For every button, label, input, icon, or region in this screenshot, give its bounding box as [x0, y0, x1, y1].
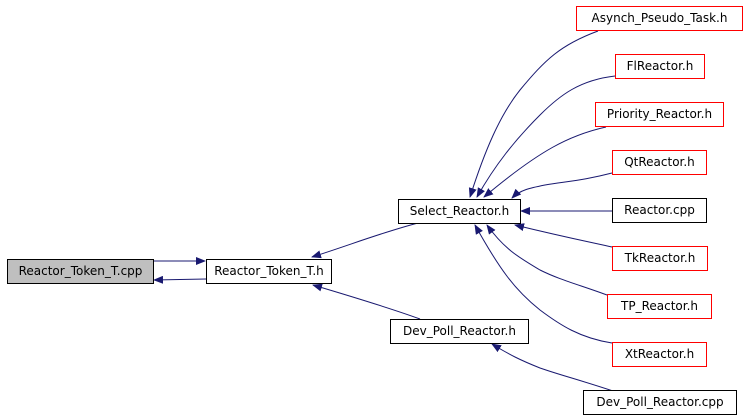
- node-qtreactor-h[interactable]: QtReactor.h: [612, 150, 707, 175]
- node-flreactor-h[interactable]: FlReactor.h: [615, 54, 705, 79]
- node-tkreactor-h[interactable]: TkReactor.h: [612, 246, 708, 271]
- edge-devpoll-cpp-to-devpoll-h: [491, 343, 614, 392]
- edge-tp-to-select: [486, 224, 608, 296]
- node-reactor-token-t-cpp[interactable]: Reactor_Token_T.cpp: [7, 259, 154, 284]
- edge-xt-to-select: [474, 224, 613, 344]
- node-dev-poll-reactor-h[interactable]: Dev_Poll_Reactor.h: [390, 319, 529, 344]
- node-select-reactor-h[interactable]: Select_Reactor.h: [398, 199, 521, 224]
- edge-devpoll-h-to-token-h: [312, 283, 421, 320]
- node-priority-reactor-h[interactable]: Priority_Reactor.h: [595, 102, 724, 127]
- node-reactor-token-t-h[interactable]: Reactor_Token_T.h: [206, 259, 332, 284]
- node-dev-poll-reactor-cpp[interactable]: Dev_Poll_Reactor.cpp: [583, 390, 737, 415]
- edge-qt-to-select: [511, 172, 613, 199]
- node-reactor-cpp[interactable]: Reactor.cpp: [612, 198, 707, 223]
- node-tp-reactor-h[interactable]: TP_Reactor.h: [607, 294, 712, 319]
- edge-select-to-token-h: [311, 222, 419, 259]
- node-asynch-pseudo-task-h[interactable]: Asynch_Pseudo_Task.h: [576, 6, 743, 31]
- edge-priority-to-select: [483, 126, 607, 198]
- node-xtreactor-h[interactable]: XtReactor.h: [612, 342, 707, 367]
- edge-tk-to-select: [514, 223, 613, 248]
- edge-fl-to-select: [476, 75, 616, 198]
- edge-token-h-to-cpp: [153, 275, 207, 284]
- edge-asynch-to-select: [468, 30, 599, 198]
